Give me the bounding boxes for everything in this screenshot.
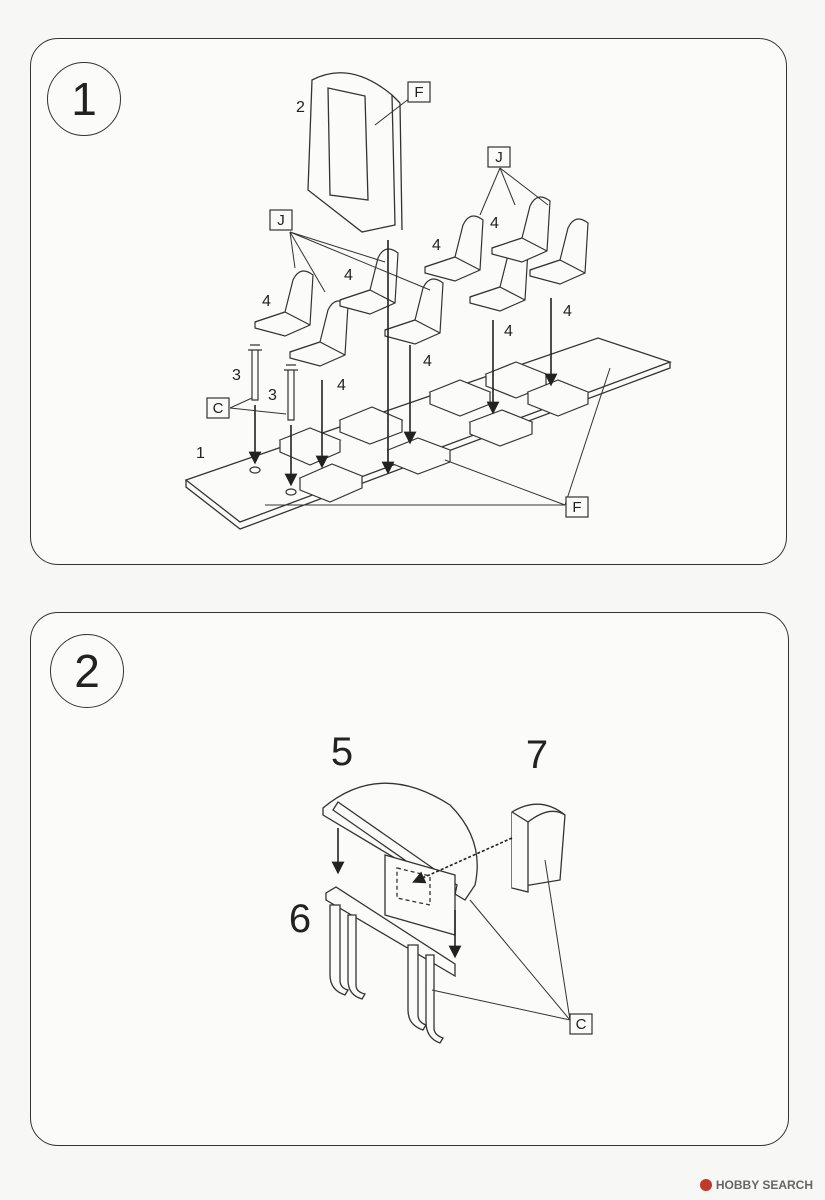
label-part-f-bottom: F [572,499,581,516]
label-part-j-left: J [277,212,285,229]
label-num-4: 4 [423,353,432,370]
block-part-7 [511,803,566,893]
step-1-number: 1 [47,62,121,136]
label-num-4: 4 [490,215,499,232]
step-1-labels: F J J C F 2 1 3 3 4 4 4 4 4 4 4 4 [196,81,589,518]
seats [254,196,589,367]
seat-mounts [278,361,590,503]
step-2-leader-lines [431,859,571,1021]
pin-parts [248,344,298,496]
label-num-4: 4 [262,293,271,310]
label-num-3a: 3 [232,367,241,384]
label-num-4: 4 [337,377,346,394]
label-num-3b: 3 [268,387,277,404]
label-num-4: 4 [563,303,572,320]
label-part-c: C [213,400,224,417]
watermark-text: HOBBY SEARCH [715,1178,813,1192]
label-num-4: 4 [344,267,353,284]
label-num-5: 5 [331,730,353,774]
label-part-j-right: J [495,149,503,166]
watermark: HOBBY SEARCH [699,1178,813,1192]
label-num-7: 7 [526,733,548,777]
assembly-arrows [248,240,558,487]
hobby-search-logo-icon [699,1179,712,1191]
step-2-number: 2 [50,634,124,708]
label-num-4: 4 [504,323,513,340]
label-part-c: C [576,1016,587,1033]
step-2-arrows [331,828,513,959]
leader-lines [229,97,611,506]
step-2-labels: 5 7 6 C [289,730,593,1035]
label-num-6: 6 [289,897,311,941]
bulkhead-part [307,72,403,233]
label-num-2: 2 [296,99,305,116]
label-part-f-top: F [414,84,423,101]
label-num-1: 1 [196,445,205,462]
label-num-4: 4 [432,237,441,254]
seat-frame-part-6 [325,886,456,1044]
